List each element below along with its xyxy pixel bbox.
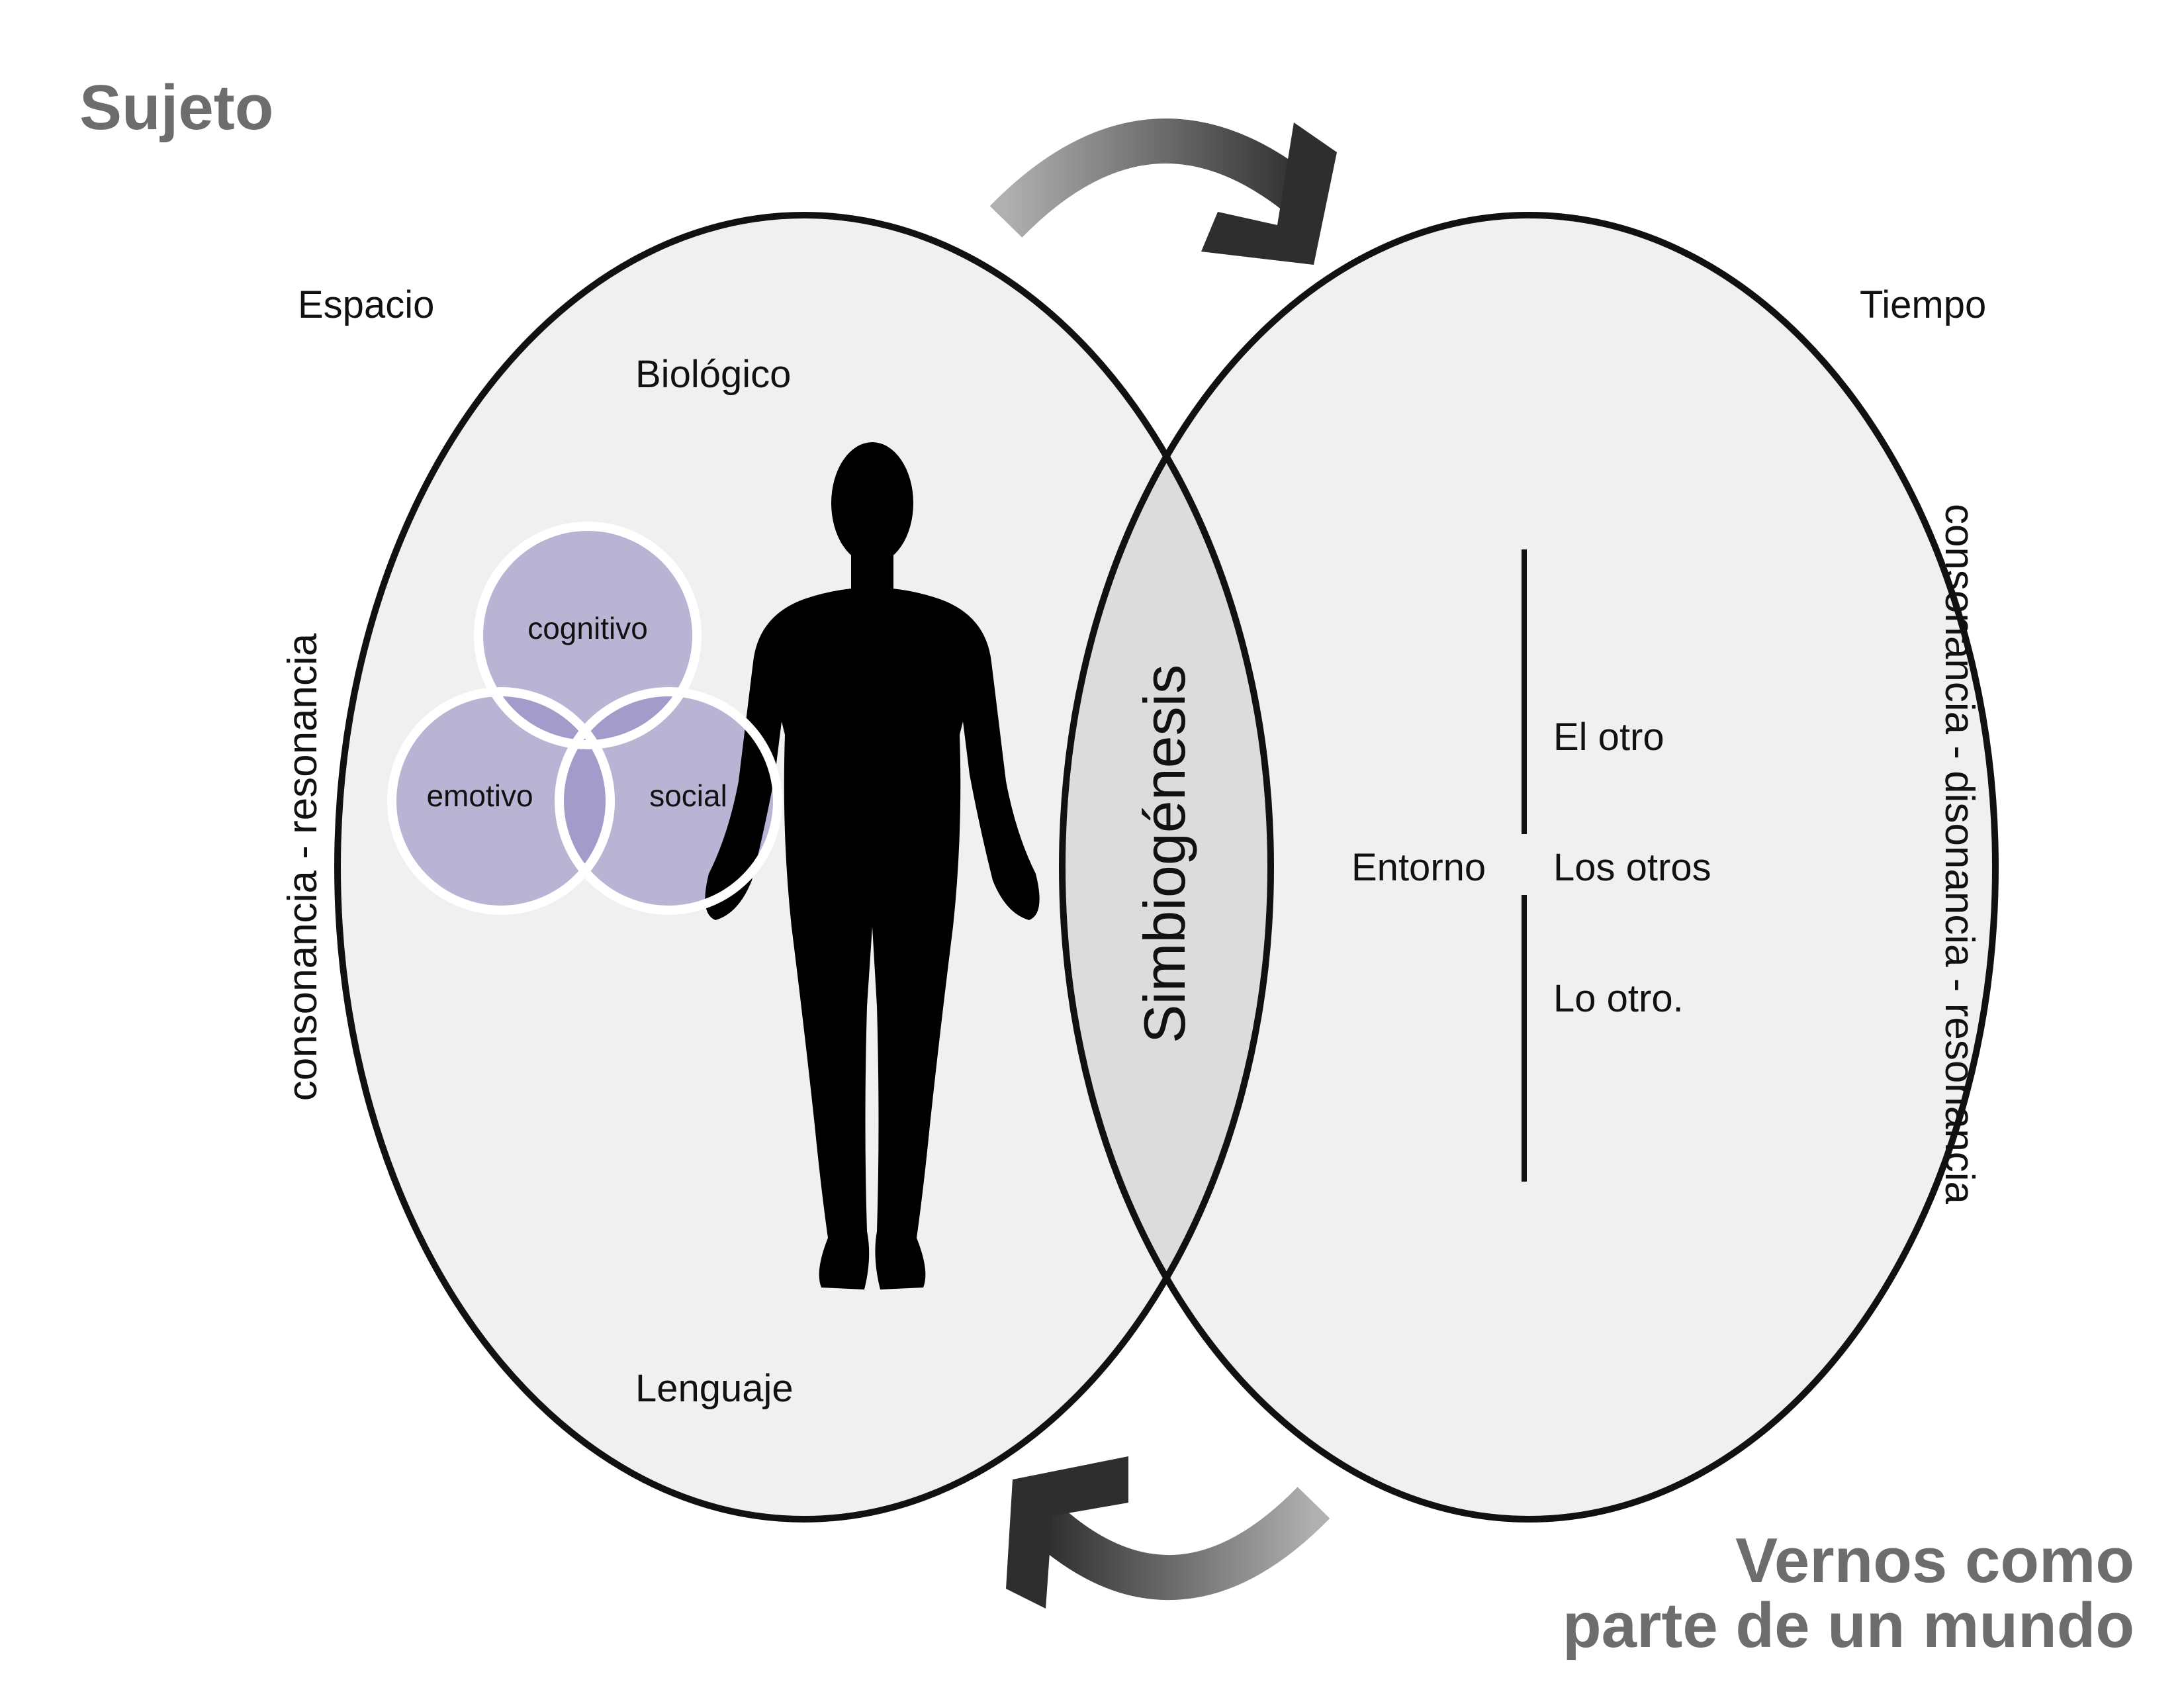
cycle-arrow-bottom-icon bbox=[1006, 1456, 1330, 1609]
label-biologico: Biológico bbox=[635, 353, 791, 396]
venn-circle-emotivo bbox=[392, 692, 610, 910]
venn-label-social: social bbox=[649, 778, 727, 813]
world-ellipse-outline bbox=[1059, 212, 1999, 1523]
page-title: Sujeto bbox=[79, 72, 273, 143]
world-ellipse bbox=[1062, 215, 1995, 1519]
human-silhouette-icon bbox=[705, 442, 1040, 1289]
label-los-otros: Los otros bbox=[1553, 846, 1711, 889]
venn-label-emotivo: emotivo bbox=[426, 778, 533, 813]
venn-outlines bbox=[387, 522, 782, 915]
label-el-otro: El otro bbox=[1553, 716, 1664, 759]
label-lenguaje: Lenguaje bbox=[635, 1367, 794, 1410]
subject-ellipse-outline bbox=[334, 212, 1274, 1523]
label-tiempo: Tiempo bbox=[1860, 283, 1986, 326]
footer-line-1: Vernos como bbox=[1735, 1525, 2134, 1596]
label-left-vertical: consonancia - resonancia bbox=[280, 633, 326, 1101]
venn-label-cognitivo: cognitivo bbox=[527, 611, 648, 645]
label-lo-otro: Lo otro. bbox=[1553, 977, 1684, 1020]
label-espacio: Espacio bbox=[298, 283, 434, 326]
label-right-vertical: consonancia - disonancia - resonancia bbox=[1936, 504, 1982, 1205]
venn-circle-cognitivo bbox=[478, 526, 697, 745]
footer-line-2: parte de un mundo bbox=[1563, 1590, 2134, 1661]
cycle-arrow-top-icon bbox=[989, 118, 1337, 265]
label-simbiogenesis: Simbiogénesis bbox=[1132, 665, 1197, 1043]
label-entorno: Entorno bbox=[1351, 846, 1486, 889]
